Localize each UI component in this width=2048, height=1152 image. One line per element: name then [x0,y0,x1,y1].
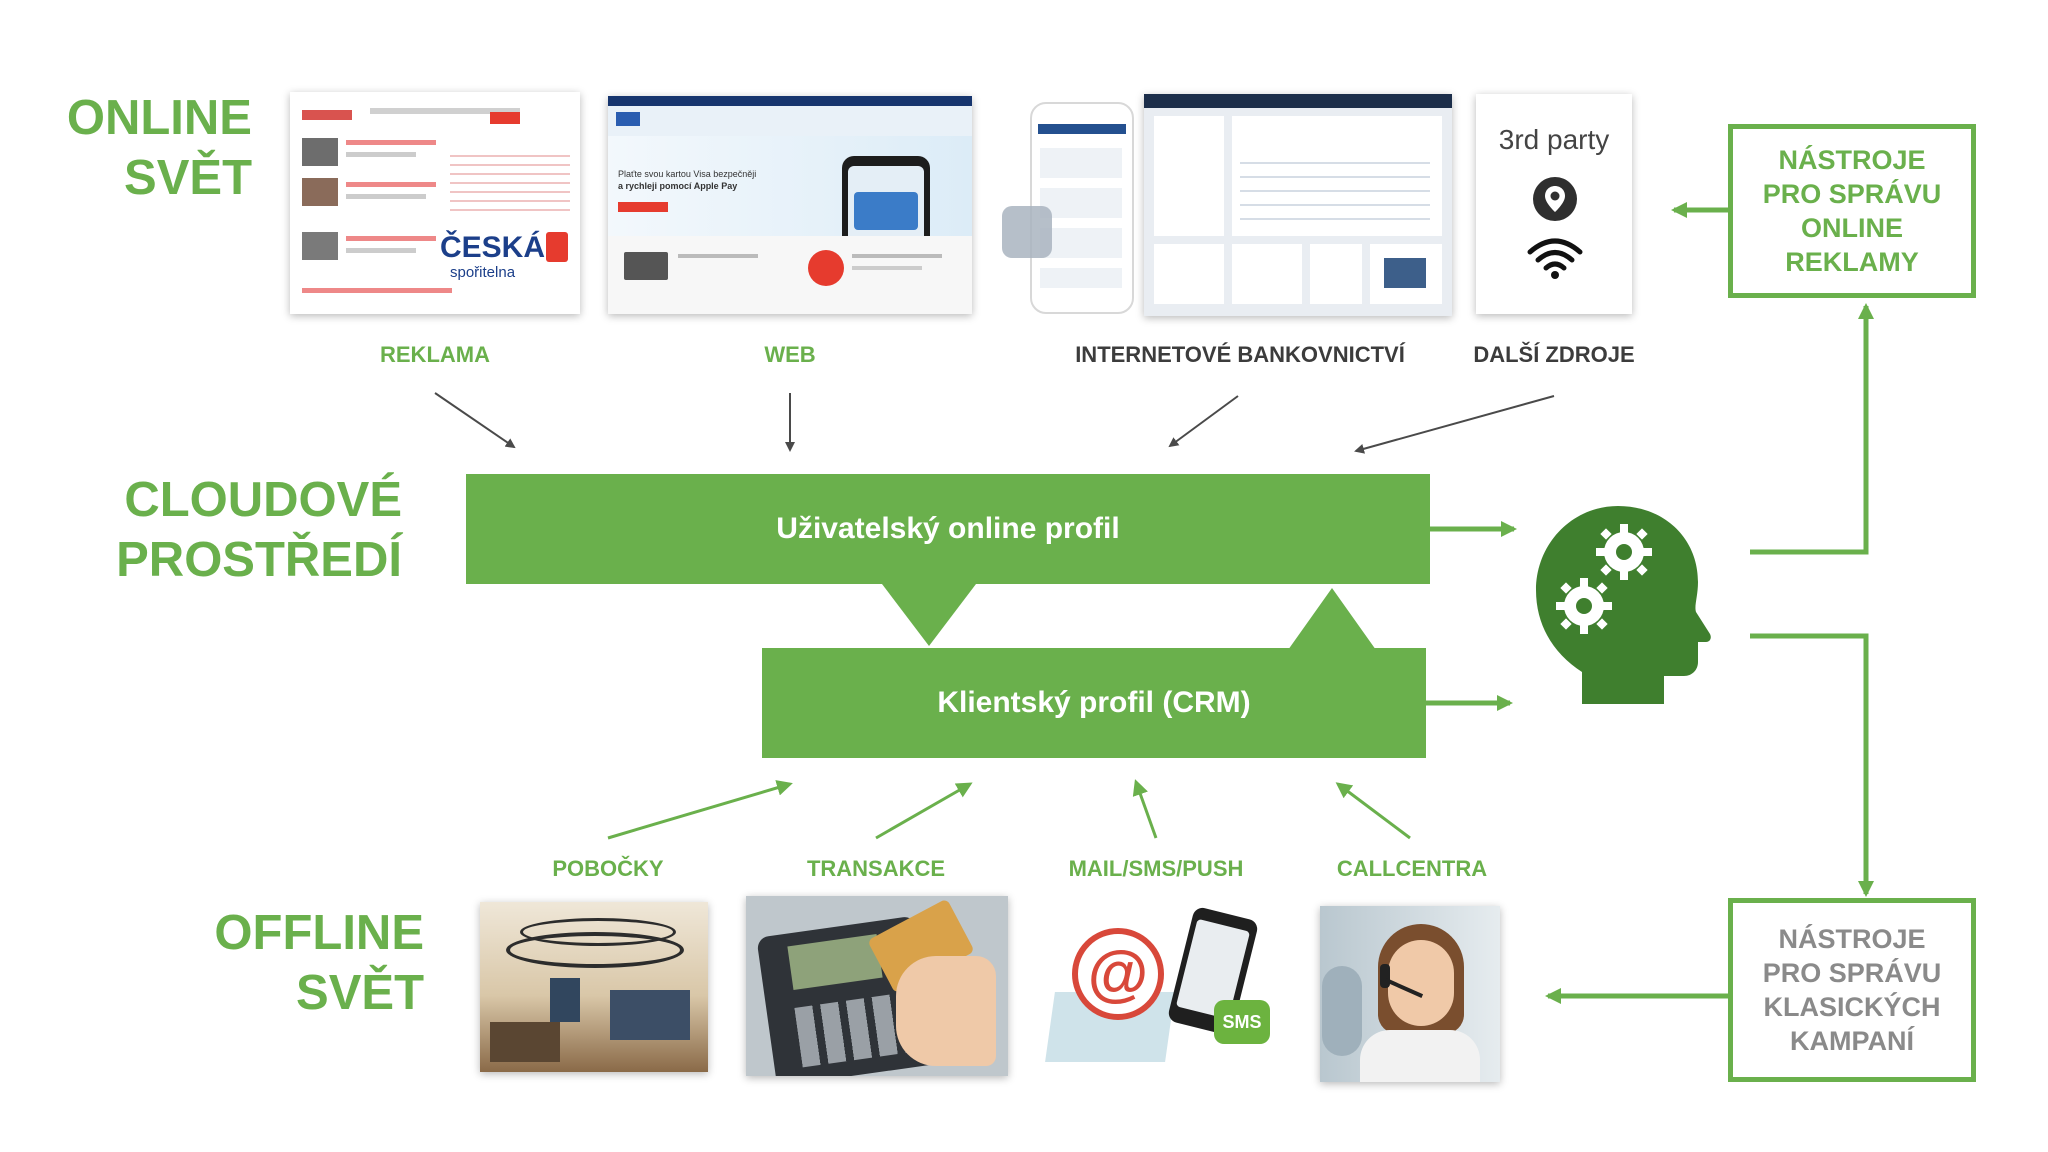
online-tools-line4: REKLAMY [1785,247,1919,277]
brain-gears-icon [1536,506,1711,704]
ceska-logo-text: ČESKÁ [440,231,546,264]
channel-label-transactions: TRANSAKCE [806,856,946,881]
online-tools-line2: PRO SPRÁVU [1762,179,1942,209]
arrow-branches-to-crm [607,780,793,840]
classic-tools-line1: NÁSTROJE [1778,924,1926,954]
branch-photo [480,902,708,1072]
laptop-image [624,252,668,280]
arrow-reklama-to-profile [434,392,516,449]
arrow-banking-to-profile [1168,395,1239,448]
cloud-environment-title: CLOUDOVÉ PROSTŘEDÍ [60,470,402,590]
web-headline-line1: Plaťte svou kartou Visa bezpečněji [618,169,757,179]
online-world-title: ONLINE SVĚT [40,88,252,208]
third-party-panel: 3rd party [1476,94,1632,314]
classic-tools-line4: KAMPANÍ [1789,1026,1914,1056]
classic-tools-line3: KLASICKÝCH [1763,992,1941,1022]
arrow-callcenter-to-crm [1335,782,1411,840]
cloud-environment-title-line1: CLOUDOVÉ [124,473,402,527]
smartwatch-image [1002,206,1052,258]
online-profile-label: Uživatelský online profil [776,512,1120,545]
source-label-web: WEB [764,342,816,367]
online-tools-line1: NÁSTROJE [1778,145,1926,175]
channel-label-branches: POBOČKY [552,856,664,881]
reklama-screenshot: ČESKÁ spořitelna [290,92,580,314]
web-headline-line2: a rychleji pomocí Apple Pay [618,181,738,191]
offline-world-title-line1: OFFLINE [214,906,424,960]
callcenter-photo [1320,906,1500,1082]
source-label-reklama: REKLAMA [380,342,490,367]
third-party-label: 3rd party [1498,124,1610,155]
funnel-down-triangle [882,584,976,646]
online-world-title-line1: ONLINE [66,91,252,145]
arrow-brain-to-classic-tools [1750,633,1874,897]
classic-tools-line2: PRO SPRÁVU [1762,958,1942,988]
channel-label-callcenter: CALLCENTRA [1336,856,1488,881]
mail-sms-push-image: @ SMS [1042,898,1286,1076]
online-profile-bar: Uživatelský online profil [466,474,1430,584]
internet-banking-screenshot [1144,94,1452,316]
cloud-environment-title-line2: PROSTŘEDÍ [116,533,402,587]
crm-profile-label: Klientský profil (CRM) [937,686,1251,719]
mobile-banking-screenshot [1030,102,1134,314]
sms-bubble-icon: SMS [1214,1000,1270,1044]
channel-label-mail-sms-push: MAIL/SMS/PUSH [1068,856,1244,881]
card-terminal-photo [746,896,1008,1076]
promo-badge [808,250,844,286]
online-world-title-line2: SVĚT [124,151,252,205]
source-label-internet-banking: INTERNETOVÉ BANKOVNICTVÍ [1075,342,1405,367]
offline-world-title-line2: SVĚT [296,966,424,1020]
bank-logo-mark [546,232,568,262]
wifi-icon [1527,238,1583,279]
sporitelna-logo-text: spořitelna [450,264,516,281]
location-pin-icon [1533,177,1577,221]
classic-campaigns-tools-box: NÁSTROJE PRO SPRÁVU KLASICKÝCH KAMPANÍ [1728,898,1976,1082]
online-ads-tools-box: NÁSTROJE PRO SPRÁVU ONLINE REKLAMY [1728,124,1976,298]
arrow-transactions-to-crm [875,782,973,840]
offline-world-title: OFFLINE SVĚT [180,903,424,1023]
funnel-up-triangle [1288,588,1376,650]
web-screenshot: Plaťte svou kartou Visa bezpečněji a ryc… [608,96,972,314]
source-label-other-sources: DALŠÍ ZDROJE [1473,342,1635,367]
arrow-other-to-profile [1354,395,1555,454]
online-tools-line3: ONLINE [1800,213,1903,243]
arrow-brain-to-online-tools [1750,303,1874,555]
email-at-icon: @ [1072,928,1164,1020]
arrow-mail-to-crm [1132,779,1158,839]
crm-profile-bar: Klientský profil (CRM) [762,648,1426,758]
